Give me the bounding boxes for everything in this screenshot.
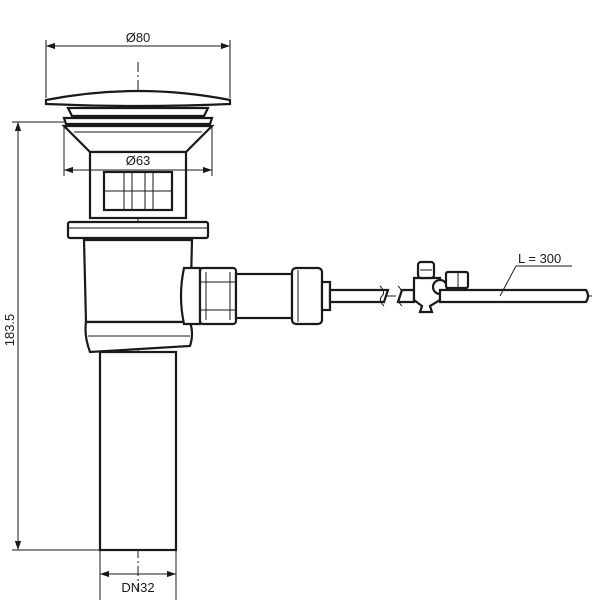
center-lines: [137, 62, 592, 592]
waste-flange: [61, 124, 215, 240]
rod-length-label: L = 300: [518, 251, 561, 266]
dim-rod-length: L = 300: [499, 251, 572, 297]
outlet-label: DN32: [121, 580, 154, 595]
plug-cap: [44, 89, 232, 126]
waste-body: [82, 238, 202, 354]
dim-cap-diameter: Ø80: [45, 30, 231, 98]
dim-outlet: DN32: [99, 550, 177, 600]
dim-body-diameter: Ø63: [63, 126, 213, 176]
body-diameter-label: Ø63: [126, 153, 151, 168]
overall-height-label: 183.5: [2, 314, 17, 347]
tail-pipe: [98, 350, 178, 552]
cap-diameter-label: Ø80: [126, 30, 151, 45]
linkage-assembly: [198, 260, 590, 326]
dim-overall-height: 183.5: [2, 121, 100, 551]
